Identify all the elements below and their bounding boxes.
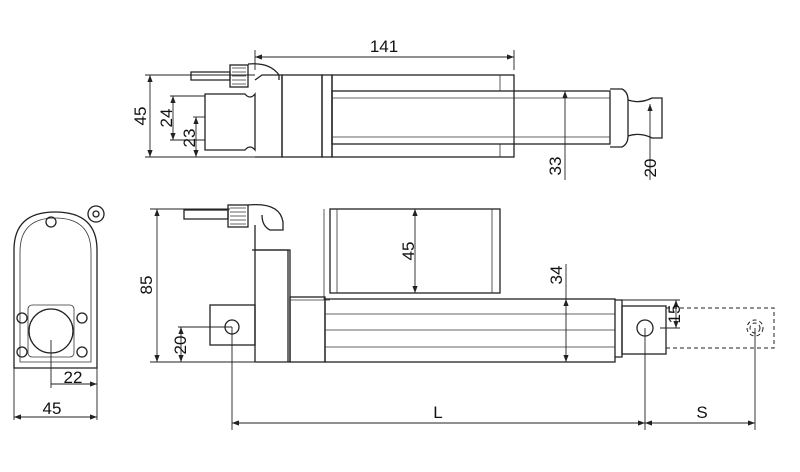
dim-141: 141 [370, 37, 398, 56]
dim-20-front: 20 [171, 336, 190, 355]
dim-L: L [433, 403, 442, 422]
dim-33: 33 [546, 157, 565, 176]
top-view: 141 45 24 23 33 20 [131, 37, 663, 180]
dim-24: 24 [157, 109, 176, 128]
dim-23: 23 [180, 129, 199, 148]
dim-45-front: 45 [399, 242, 418, 261]
dim-15: 15 [665, 305, 684, 324]
dim-22: 22 [64, 368, 83, 387]
front-view: 85 20 45 34 15 L S [137, 203, 775, 430]
end-view: 22 45 [13, 205, 105, 420]
dim-85: 85 [137, 276, 156, 295]
dim-20-top: 20 [641, 159, 660, 178]
dim-34: 34 [547, 266, 566, 285]
dim-45-top: 45 [131, 107, 150, 126]
dim-S: S [696, 403, 707, 422]
dim-45-end: 45 [43, 399, 62, 418]
